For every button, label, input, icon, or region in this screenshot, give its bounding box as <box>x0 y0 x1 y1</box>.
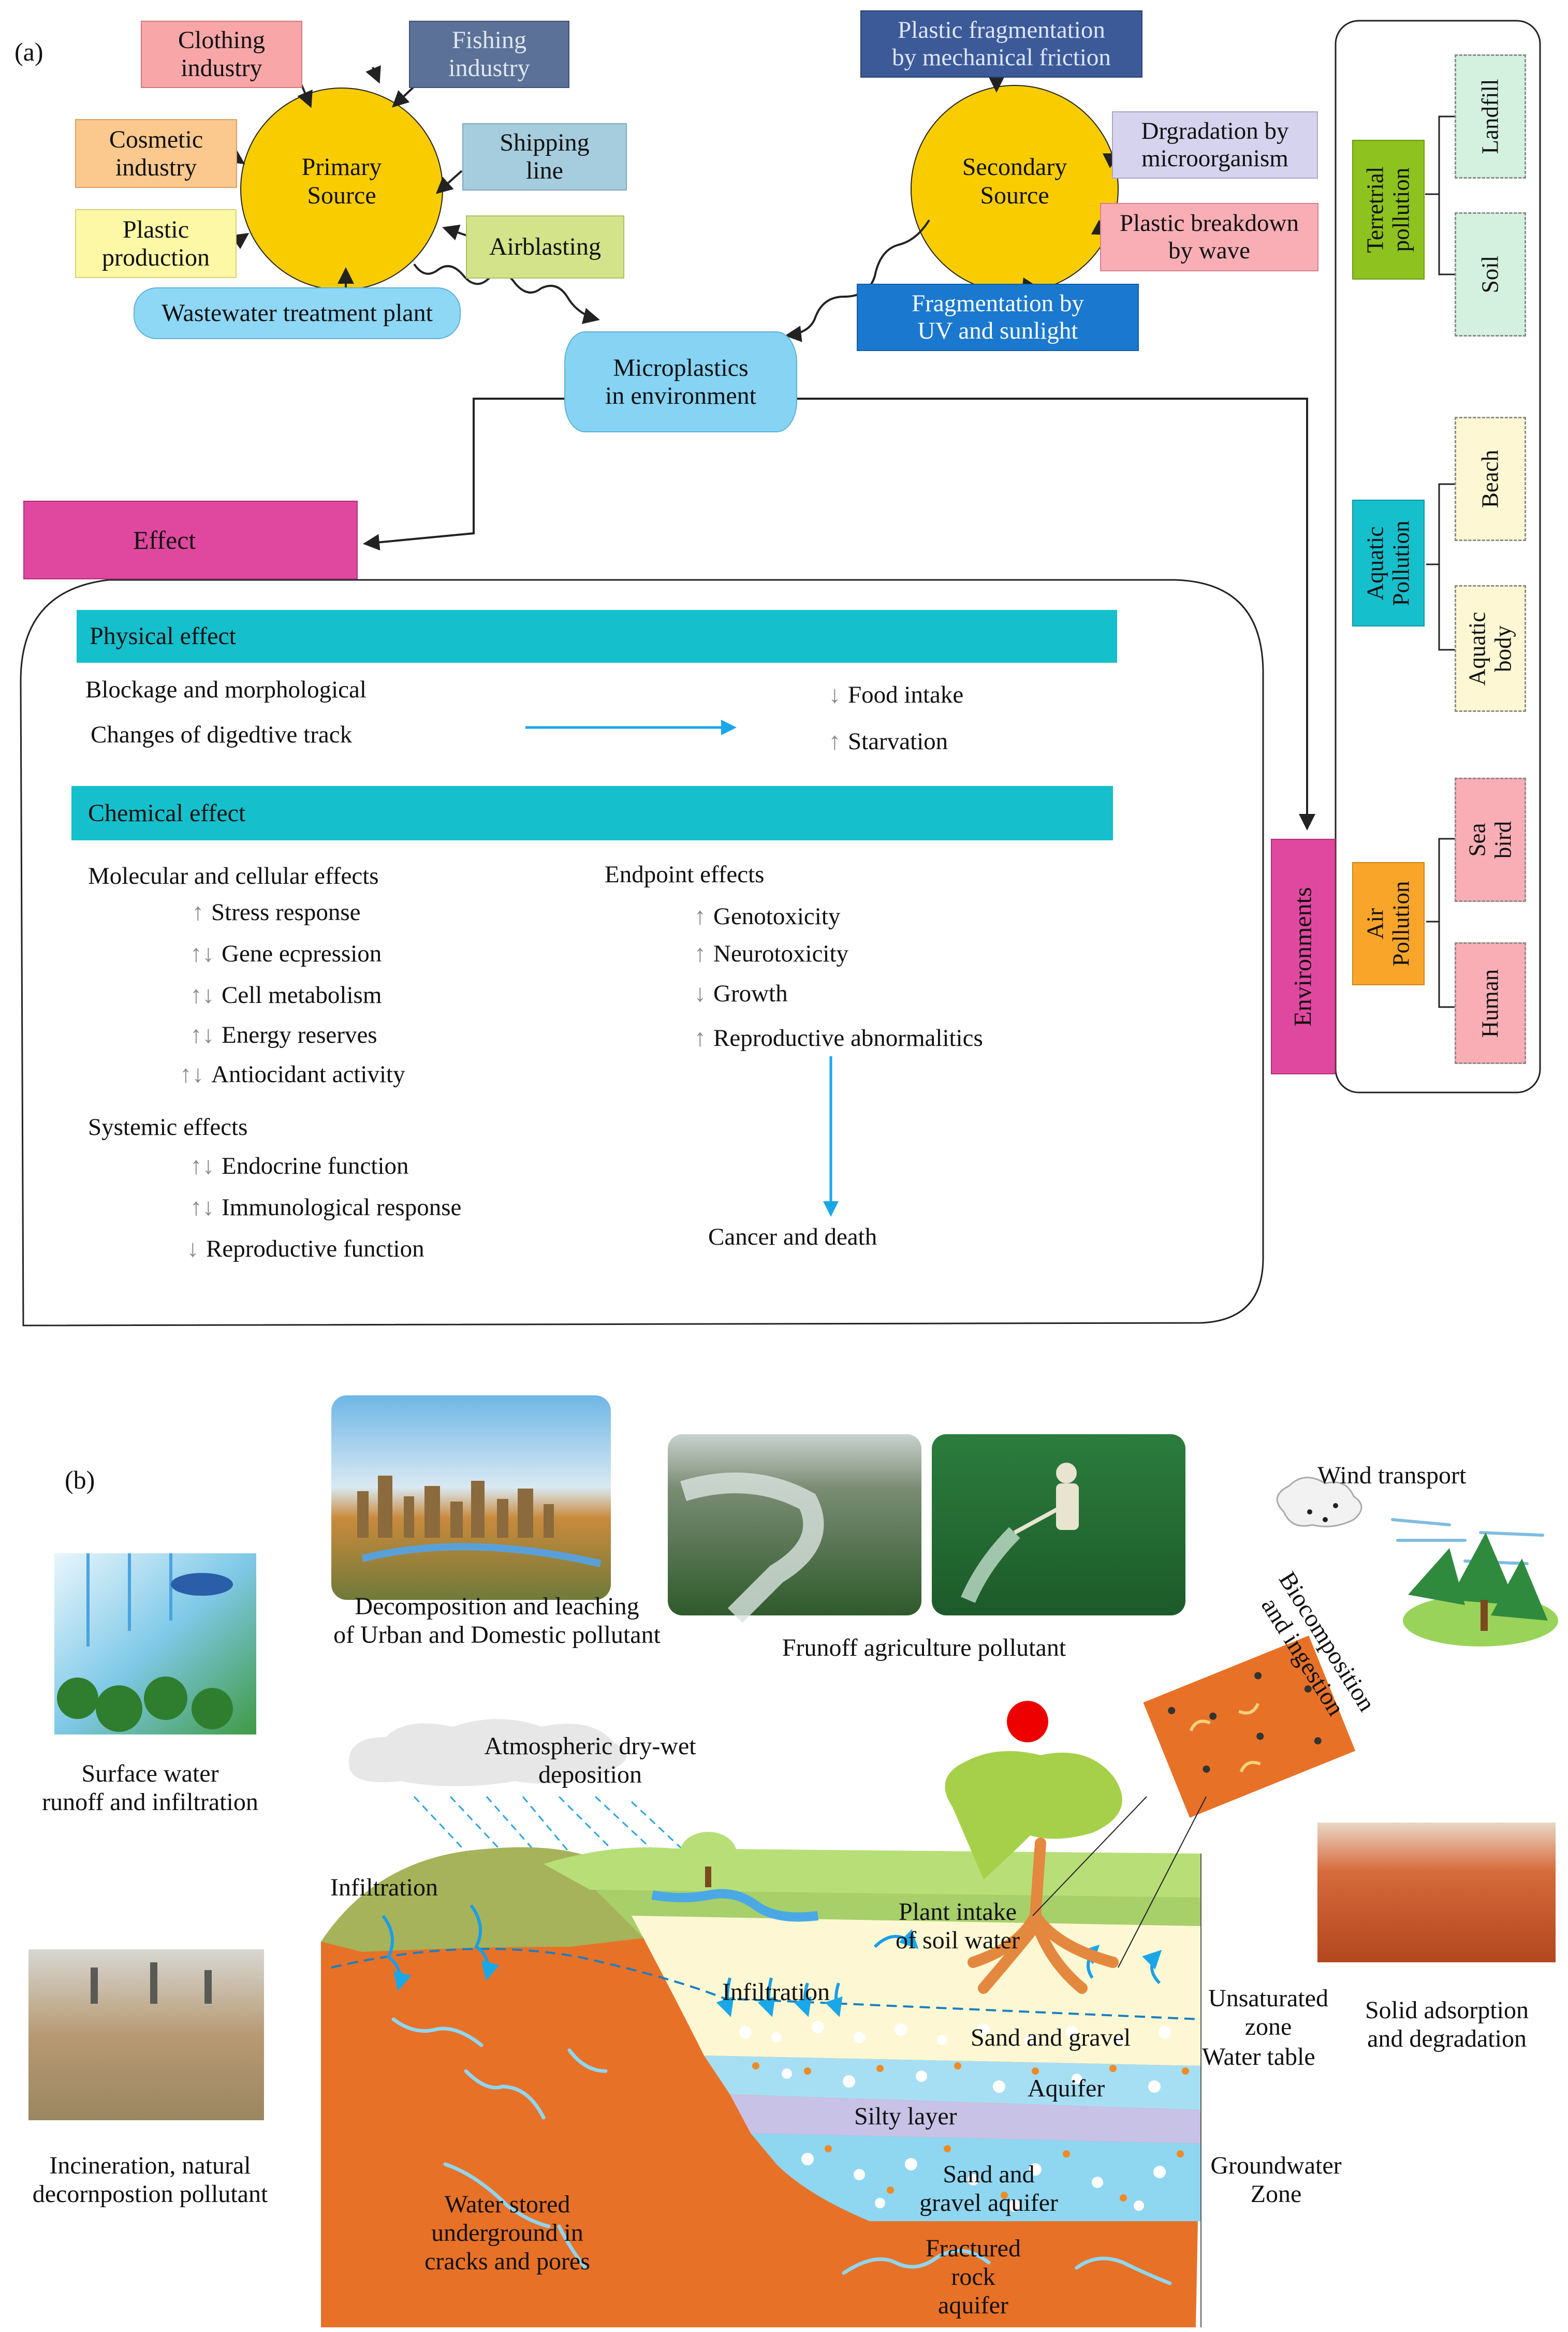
sand-gravel-label: Sand and gravel <box>971 2024 1131 2051</box>
fishing-industry-box: Fishing industry <box>409 21 569 88</box>
endpoint-effects-title: Endpoint effects <box>605 861 765 888</box>
panel-a-label: (a) <box>14 37 43 66</box>
landfill-box: Landfill <box>1455 54 1526 179</box>
molecular-effect-item: ↑↓ Cell metabolism <box>171 981 382 1009</box>
wastewater-treatment-box: Wastewater treatment plant <box>134 287 461 339</box>
chemical-effect-header: Chemical effect <box>71 786 1113 840</box>
systemic-effects-title: Systemic effects <box>88 1114 248 1141</box>
molecular-effect-item: ↑↓ Antiocidant activity <box>171 1060 405 1088</box>
endpoint-effect-item: ↑Neurotoxicity <box>673 940 849 968</box>
molecular-effect-item: ↑↓ Gene ecpression <box>171 940 382 968</box>
trend-arrow: ↑↓ <box>180 1061 204 1088</box>
food-intake-arrow: ↓ <box>828 681 841 708</box>
starvation-text: Starvation <box>848 728 948 755</box>
trend-arrow: ↑↓ <box>190 940 214 967</box>
trend-arrow: ↑↓ <box>190 1022 214 1048</box>
effect-text: Immunological response <box>222 1194 462 1221</box>
endpoint-effect-item: ↑Reproductive abnormalitics <box>673 1024 983 1052</box>
plastic-production-box: Plastic production <box>75 209 237 278</box>
aquatic-body-box: Aquatic body <box>1455 585 1526 712</box>
effect-text: Cell metabolism <box>222 982 382 1009</box>
panel-b-label: (b) <box>65 1465 95 1494</box>
trend-arrow: ↑↓ <box>190 1194 214 1221</box>
uv-sunlight-box: Fragmentation by UV and sunlight <box>857 284 1139 351</box>
physical-effect-header: Physical effect <box>77 610 1117 663</box>
molecular-effects-title: Molecular and cellular effects <box>88 863 379 890</box>
effect-text: Energy reserves <box>222 1022 377 1048</box>
solid-adsorption-label: Solid adsorption and degradation <box>1365 1996 1529 2053</box>
infiltration-left-label: Infiltration <box>330 1874 438 1901</box>
effect-text: Endocrine function <box>222 1153 409 1179</box>
effect-title-box: Effect <box>23 501 358 579</box>
wind-transport-label: Wind transport <box>1317 1462 1467 1489</box>
trend-arrow: ↑ <box>192 899 204 926</box>
trend-arrow: ↑ <box>694 940 707 967</box>
trend-arrow: ↓ <box>694 980 707 1007</box>
terrestrial-pollution-box: Terretrial pollution <box>1352 140 1425 280</box>
effect-text: Genotoxicity <box>713 903 841 930</box>
molecular-effect-item: ↑↓ Energy reserves <box>171 1021 377 1049</box>
beach-box: Beach <box>1455 417 1526 541</box>
unsaturated-zone-label: Unsaturated zone <box>1208 1985 1328 2041</box>
air-pollution-box: Air Pollution <box>1352 862 1425 985</box>
endpoint-effect-item: ↑Genotoxicity <box>673 902 841 930</box>
trend-arrow: ↑↓ <box>190 1153 214 1179</box>
urban-pollutant-label: Decomposition and leaching of Urban and … <box>333 1593 661 1649</box>
physical-cause-line2: Changes of digedtive track <box>91 721 353 748</box>
infiltration-mid-label: Infiltration <box>722 1978 830 2006</box>
food-intake-text: Food intake <box>848 681 964 708</box>
systemic-effect-item: ↑↓ Endocrine function <box>171 1152 409 1180</box>
microplastics-box: Microplastics in environment <box>564 331 797 432</box>
human-box: Human <box>1455 942 1526 1064</box>
physical-cause-line1: Blockage and morphological <box>85 676 367 703</box>
water-table-label: Water table <box>1202 2043 1315 2071</box>
incineration-label: Incineration, natural decornpostion poll… <box>32 2152 268 2208</box>
agriculture-pollutant-label: Frunoff agriculture pollutant <box>782 1634 1066 1661</box>
trend-arrow: ↑ <box>694 1025 707 1052</box>
aquatic-pollution-box: Aquatic Pollution <box>1352 500 1425 626</box>
food-intake-row: ↓ Food intake <box>808 681 964 709</box>
atmospheric-deposition-label: Atmospheric dry-wet deposition <box>484 1732 696 1789</box>
effect-text: Reproductive function <box>206 1235 424 1262</box>
effect-text: Growth <box>713 980 788 1007</box>
cosmetic-industry-box: Cosmetic industry <box>75 119 237 188</box>
endpoint-effect-item: ↓Growth <box>673 980 788 1008</box>
trend-arrow: ↓ <box>186 1235 199 1262</box>
systemic-effect-item: ↓ Reproductive function <box>171 1235 424 1263</box>
effect-text: Stress response <box>211 899 361 926</box>
microorganism-box: Drgradation by microorganism <box>1112 111 1318 179</box>
clothing-industry-box: Clothing industry <box>141 21 302 88</box>
mechanical-friction-box: Plastic fragmentation by mechanical fric… <box>860 10 1142 78</box>
effect-text: Neurotoxicity <box>713 940 849 967</box>
secondary-source-label: Secondary Source <box>962 153 1067 210</box>
sand-gravel-aquifer-label: Sand and gravel aquifer <box>919 2161 1058 2217</box>
trend-arrow: ↑ <box>694 903 707 930</box>
effect-text: Gene ecpression <box>222 940 382 967</box>
starvation-arrow: ↑ <box>828 728 841 755</box>
silty-layer-label: Silty layer <box>854 2103 957 2130</box>
molecular-effect-item: ↑ Stress response <box>171 898 361 926</box>
primary-source-label: Primary Source <box>301 153 382 210</box>
starvation-row: ↑ Starvation <box>808 727 948 755</box>
aquifer-label: Aquifer <box>1028 2075 1105 2102</box>
effect-text: Reproductive abnormalitics <box>713 1025 983 1052</box>
groundwater-zone-label: Groundwater Zone <box>1210 2152 1342 2208</box>
fractured-rock-label: Fractured rock aquifer <box>926 2235 1021 2320</box>
wave-breakdown-box: Plastic breakdown by wave <box>1100 203 1318 271</box>
environments-title-box: Environments <box>1271 839 1336 1074</box>
airblasting-box: Airblasting <box>466 215 624 279</box>
soil-box: Soil <box>1455 212 1526 337</box>
systemic-effect-item: ↑↓ Immunological response <box>171 1193 461 1221</box>
cancer-death-label: Cancer and death <box>708 1223 877 1250</box>
water-stored-label: Water stored underground in cracks and p… <box>424 2191 590 2276</box>
trend-arrow: ↑↓ <box>190 982 214 1009</box>
sea-bird-box: Sea bird <box>1455 778 1526 902</box>
shipping-line-box: Shipping line <box>462 123 627 191</box>
surface-water-label: Surface water runoff and infiltration <box>42 1760 258 1816</box>
plant-intake-label: Plant intake of soil water <box>896 1898 1020 1955</box>
effect-text: Antiocidant activity <box>211 1061 405 1088</box>
